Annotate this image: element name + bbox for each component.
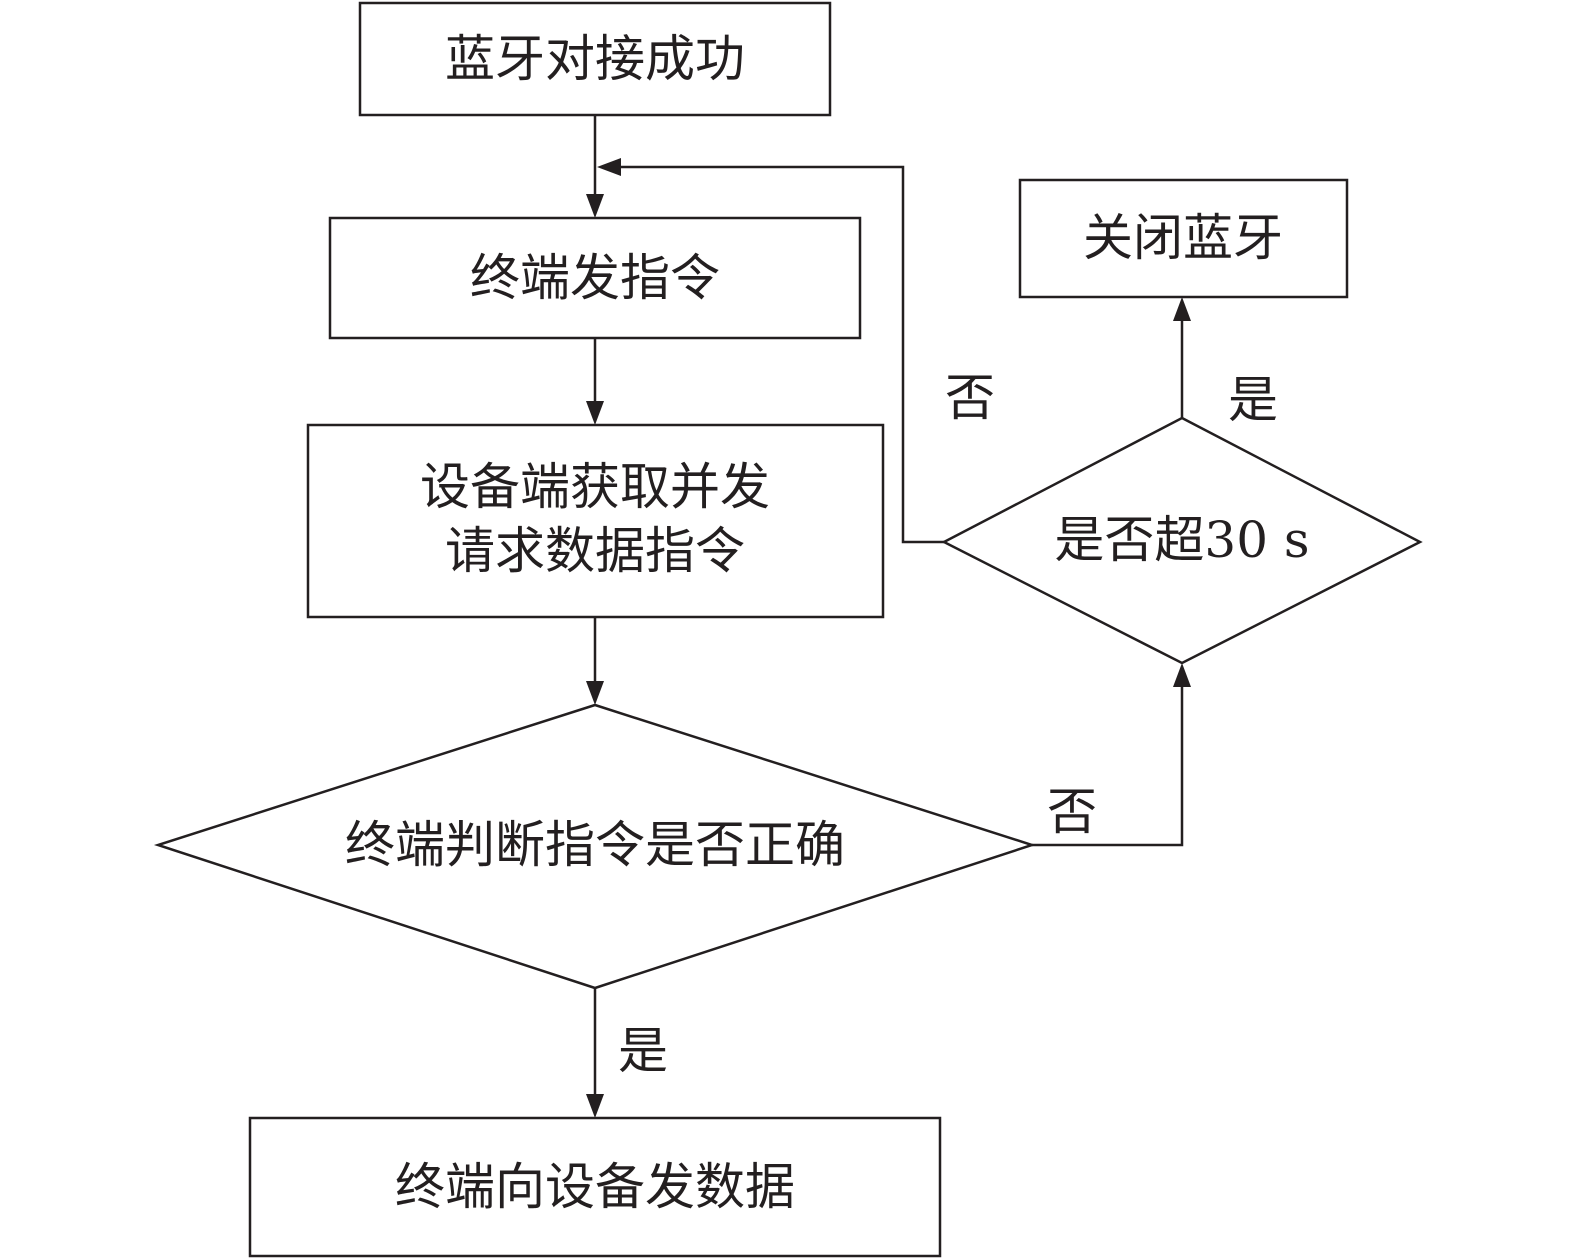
edge-timeout-yes-to-close: 是 [1173, 297, 1278, 429]
node-bluetooth-connected-label: 蓝牙对接成功 [445, 30, 745, 88]
node-terminal-send-data: 终端向设备发数据 [248, 1116, 942, 1258]
decision-timeout-30s: 是否超30 s [941, 416, 1423, 665]
arrowhead-down [586, 681, 604, 705]
node-device-fetch-request: 设备端获取并发 请求数据指令 [306, 423, 885, 619]
arrowhead-left [597, 158, 621, 176]
edge-check-yes-to-send-data: 是 [586, 988, 668, 1118]
edge-check-no-to-timeout: 否 [1032, 663, 1191, 847]
edge-timeout-no-loop-back: 否 [597, 158, 995, 544]
arrowhead-down [586, 194, 604, 218]
node-close-bluetooth-label: 关闭蓝牙 [1083, 209, 1283, 267]
node-device-fetch-request-label-line2: 请求数据指令 [445, 522, 745, 580]
arrowhead-up [1173, 297, 1191, 321]
edge-label-no: 否 [945, 369, 995, 427]
edge-device-to-check [586, 617, 604, 705]
arrowhead-down [586, 1094, 604, 1118]
node-terminal-send-command-label: 终端发指令 [470, 249, 720, 307]
decision-command-correct: 终端判断指令是否正确 [153, 703, 1037, 990]
edge-send-to-device [586, 338, 604, 425]
edge-label-yes: 是 [1228, 371, 1278, 429]
edge-connected-to-send [586, 115, 604, 218]
decision-command-correct-label: 终端判断指令是否正确 [345, 816, 845, 874]
arrowhead-down [586, 401, 604, 425]
node-terminal-send-data-label: 终端向设备发数据 [395, 1158, 795, 1216]
edge-label-yes: 是 [618, 1022, 668, 1080]
node-terminal-send-command: 终端发指令 [328, 216, 862, 340]
node-close-bluetooth: 关闭蓝牙 [1018, 178, 1349, 299]
node-device-fetch-request-label-line1: 设备端获取并发 [420, 458, 770, 516]
node-bluetooth-connected: 蓝牙对接成功 [358, 1, 832, 117]
decision-timeout-30s-label: 是否超30 s [1054, 511, 1309, 569]
arrowhead-up [1173, 663, 1191, 687]
edge-label-no: 否 [1047, 783, 1097, 841]
